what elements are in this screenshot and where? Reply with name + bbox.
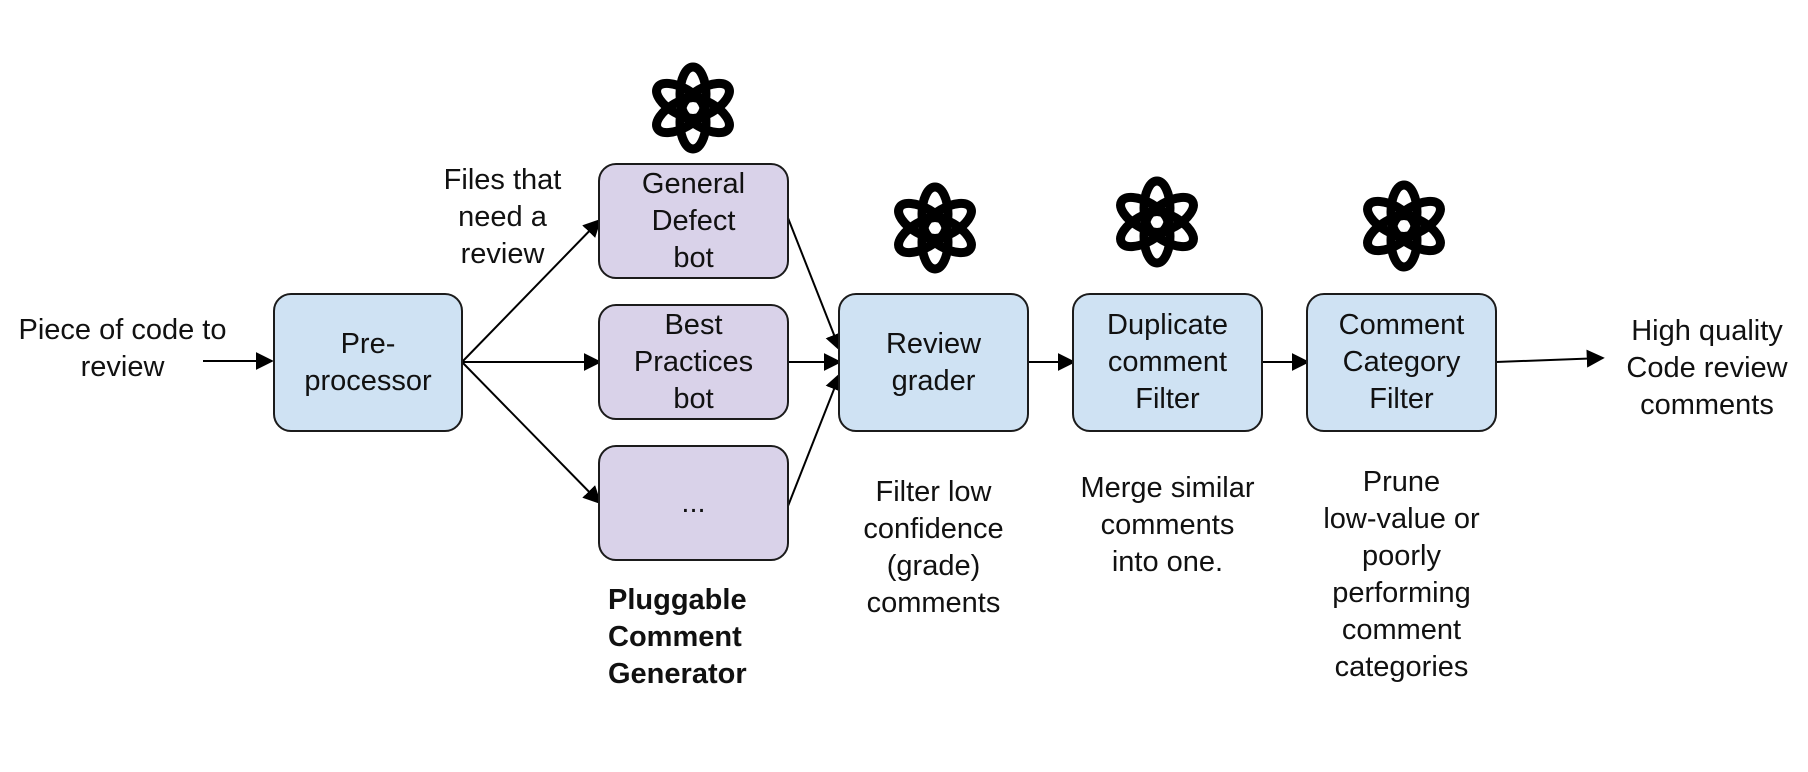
openai-logo-icon (1362, 185, 1446, 267)
best-practices-bot-node: Best Practices bot (598, 304, 789, 420)
category-filter-note: Prune low-value or poorly performing com… (1323, 466, 1480, 683)
more-bots-node: ... (598, 445, 789, 561)
openai-logo-icon (1115, 181, 1199, 263)
openai-logo-icon (651, 67, 735, 149)
edge-category-filter-to-output (1495, 349, 1605, 368)
review-grader-note: Filter low confidence (grade) comments (863, 476, 1004, 619)
output-label: High quality Code review comments (1626, 315, 1788, 421)
edge-more-bots-to-grader (787, 372, 843, 507)
input-label: Piece of code to review (18, 314, 227, 383)
files-label: Files that need a review (443, 164, 562, 270)
generator-caption: Pluggable Comment Generator (608, 584, 747, 690)
general-defect-bot-node: General Defect bot (598, 163, 789, 279)
duplicate-filter-node: Duplicate comment Filter (1072, 293, 1263, 432)
category-filter-node: Comment Category Filter (1306, 293, 1497, 432)
preprocessor-node: Pre- processor (273, 293, 463, 432)
edge-preprocessor-to-more-bots (461, 361, 602, 505)
edge-preprocessor-to-general-defect (461, 218, 602, 363)
duplicate-filter-note: Merge similar comments into one. (1080, 472, 1255, 578)
review-grader-node: Review grader (838, 293, 1029, 432)
edge-general-defect-to-grader (787, 217, 843, 352)
openai-logo-icon (893, 187, 977, 269)
